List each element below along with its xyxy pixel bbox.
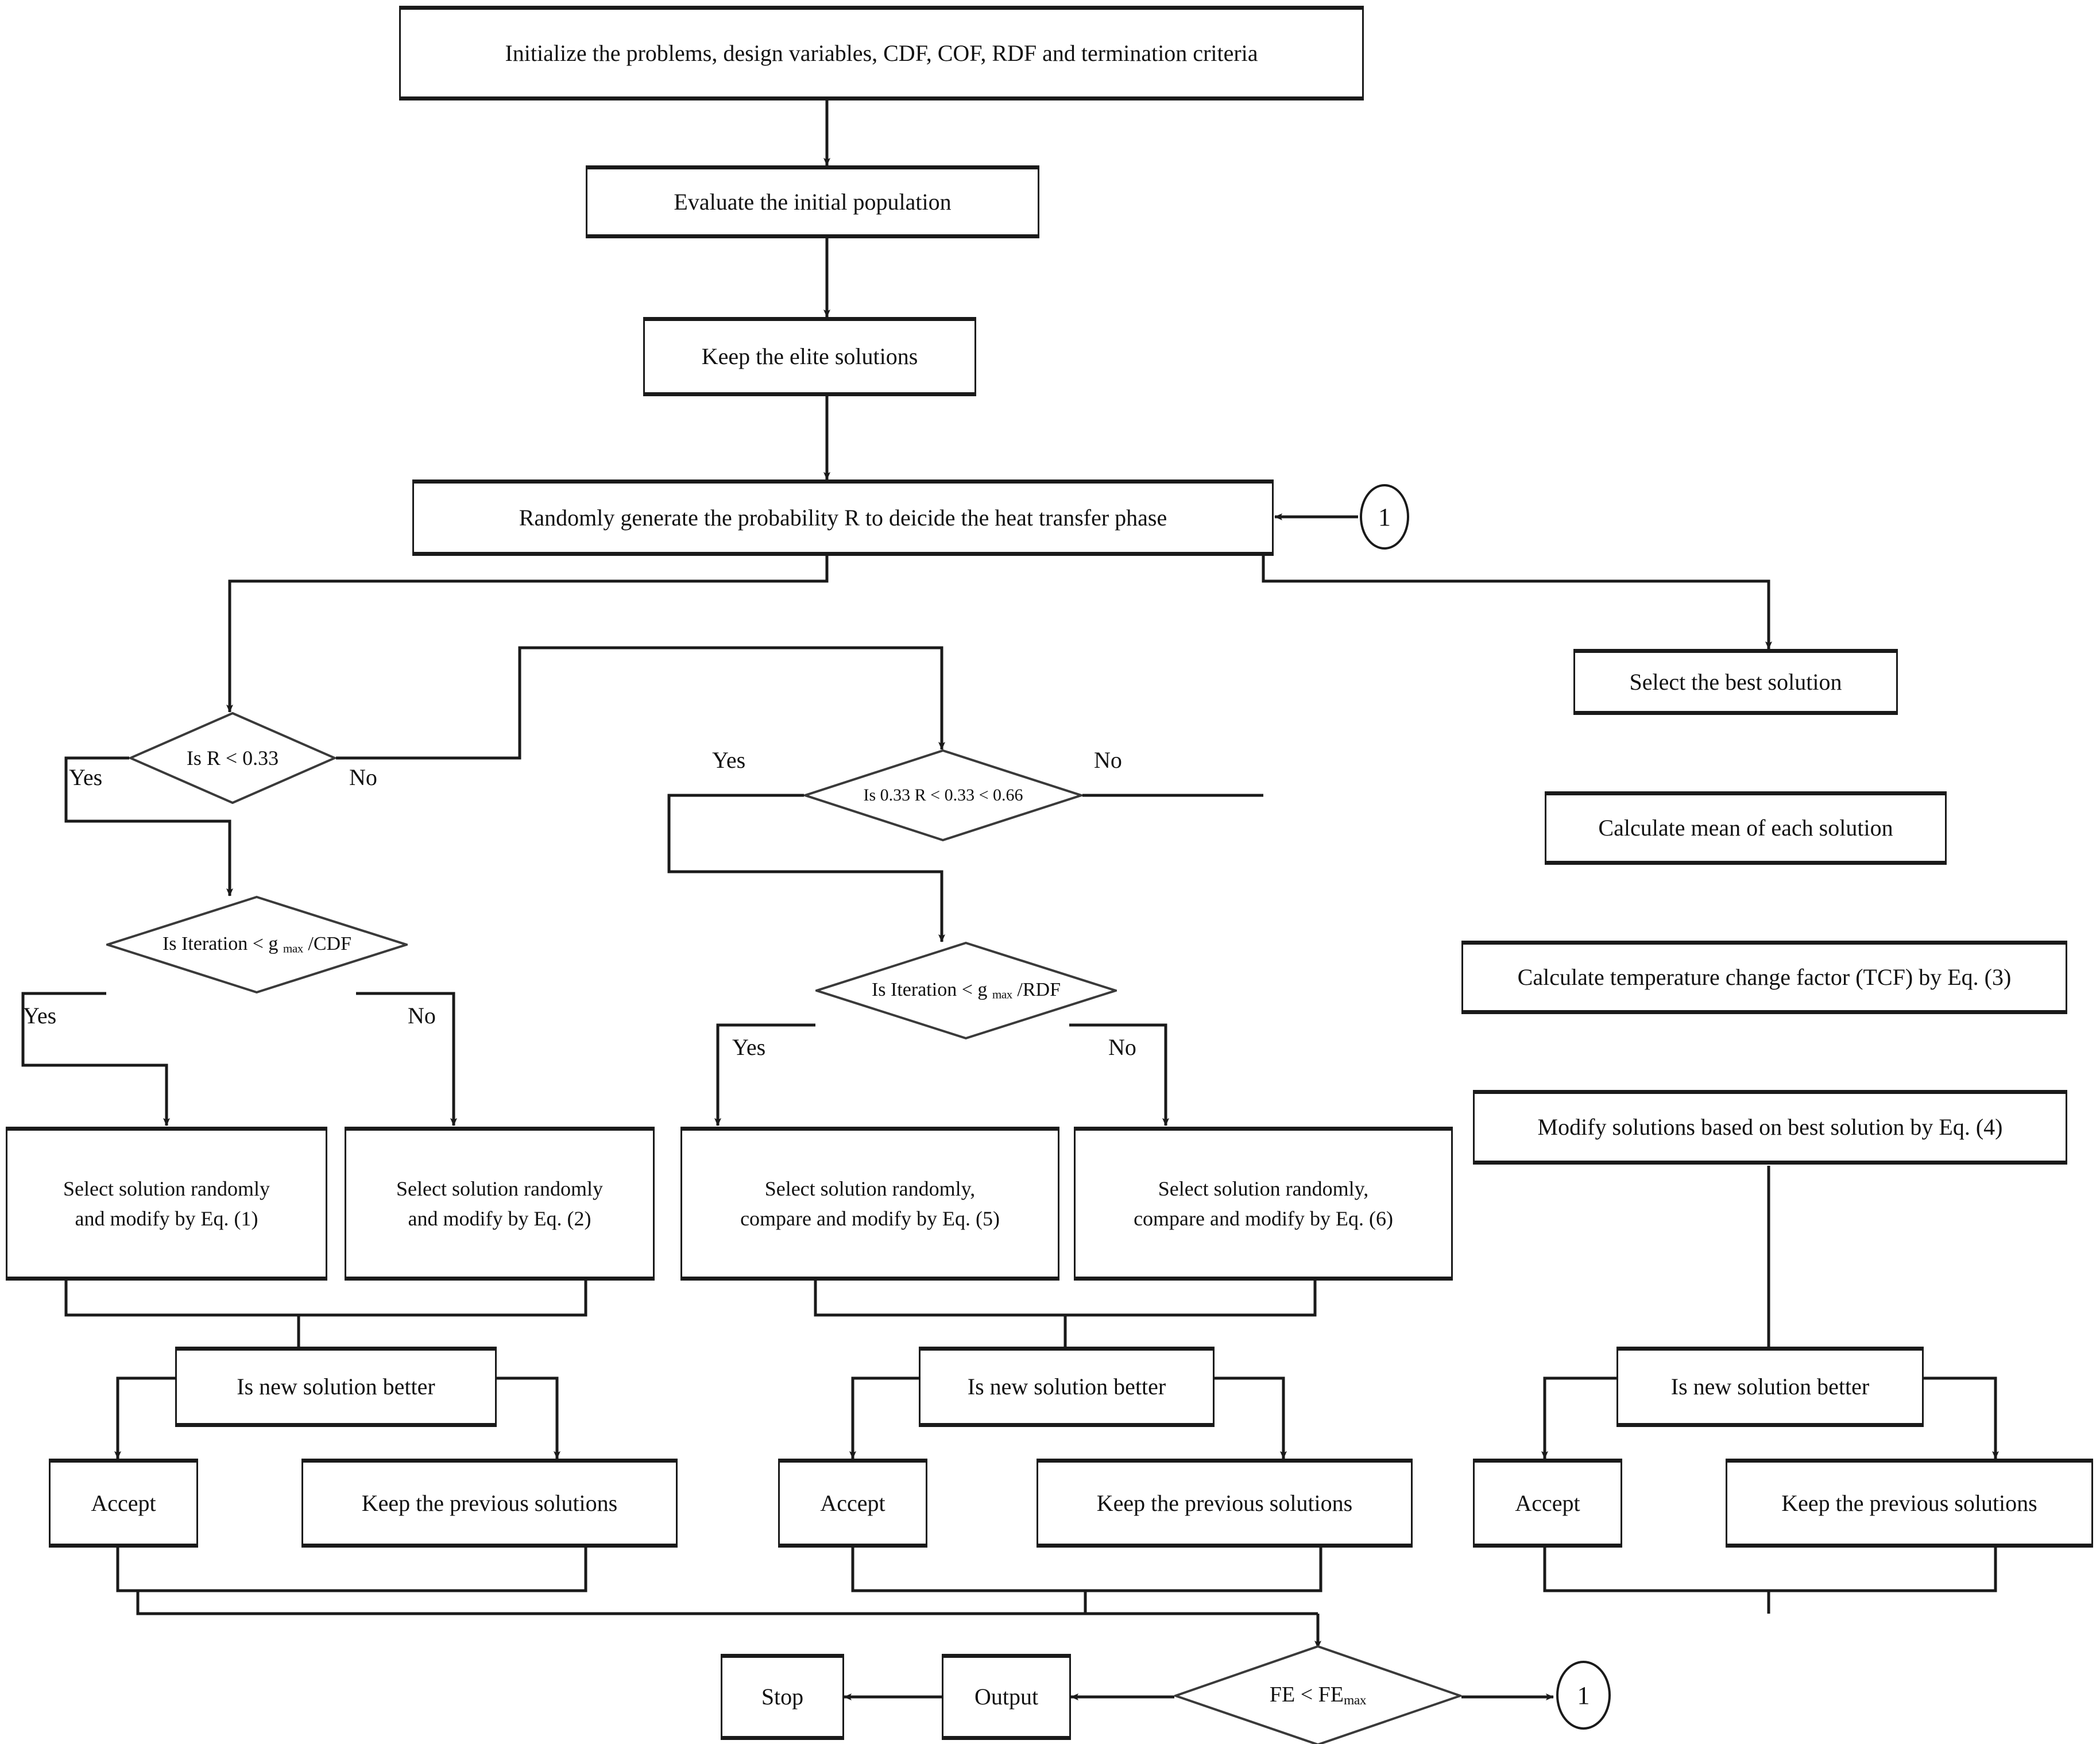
node-eq2-line1: Select solution randomly [396,1177,603,1200]
node-calculate-tcf-label: Calculate temperature change factor (TCF… [1517,964,2012,990]
fe-text: FE < FE [1269,1683,1344,1707]
node-eq1-label: Select solution randomly and modify by Eq… [56,1174,277,1233]
node-evaluate-population-label: Evaluate the initial population [674,188,952,215]
label-no-iterrdf: No [1108,1034,1136,1060]
node-keep-previous-right[interactable]: Keep the previous solutions [1726,1459,2093,1548]
node-is-better-right-label: Is new solution better [1670,1374,1870,1399]
connector-bottom-1-label: 1 [1577,1681,1590,1710]
node-is-better-left[interactable]: Is new solution better [175,1347,497,1427]
node-keep-previous-right-label: Keep the previous solutions [1781,1490,2037,1516]
label-yes-r033: Yes [69,764,103,790]
node-output-label: Output [974,1684,1039,1710]
label-yes-iterrdf: Yes [732,1034,766,1060]
node-eq5-label: Select solution randomly, compare and mod… [733,1174,1007,1233]
node-eq1-line2: and modify by Eq. (1) [75,1207,258,1230]
node-eq2[interactable]: Select solution randomly and modify by Eq… [345,1127,655,1281]
node-accept-right[interactable]: Accept [1473,1459,1622,1548]
decision-iteration-rdf[interactable]: Is Iteration < g max /RDF [815,942,1117,1039]
node-eq5-line1: Select solution randomly, [764,1177,976,1200]
node-calculate-mean-label: Calculate mean of each solution [1598,815,1893,841]
diamond-shape [129,712,336,804]
iter-cdf-subscript: max [283,941,303,956]
node-eq5-line2: compare and modify by Eq. (5) [740,1207,1000,1230]
decision-iteration-cdf-label: Is Iteration < g max /CDF [163,933,351,956]
node-eq2-label: Select solution randomly and modify by Eq… [389,1174,610,1233]
diamond-shape [1174,1645,1461,1744]
node-random-probability-label: Randomly generate the probability R to d… [519,504,1167,531]
label-no-r033: No [349,764,377,790]
decision-fe-max-label: FE < FEmax [1269,1682,1367,1708]
label-yes-itercdf: Yes [23,1003,57,1028]
node-eq6[interactable]: Select solution randomly, compare and mod… [1074,1127,1453,1281]
node-modify-solutions[interactable]: Modify solutions based on best solution … [1473,1090,2067,1165]
node-calculate-mean[interactable]: Calculate mean of each solution [1545,791,1947,865]
decision-r-between[interactable]: Is 0.33 R < 0.33 < 0.66 [804,749,1082,841]
decision-fe-max[interactable]: FE < FEmax [1174,1645,1461,1744]
node-calculate-tcf[interactable]: Calculate temperature change factor (TCF… [1461,941,2067,1014]
node-keep-previous-left-label: Keep the previous solutions [361,1490,618,1516]
label-no-rbetween: No [1094,747,1122,773]
node-eq1-line1: Select solution randomly [63,1177,270,1200]
node-keep-previous-mid[interactable]: Keep the previous solutions [1037,1459,1413,1548]
node-keep-previous-left[interactable]: Keep the previous solutions [301,1459,678,1548]
node-is-better-right[interactable]: Is new solution better [1616,1347,1924,1427]
decision-iteration-cdf[interactable]: Is Iteration < g max /CDF [106,896,408,993]
iter-cdf-text-a: Is Iteration < g [162,933,283,955]
iter-rdf-subscript: max [992,987,1012,1001]
node-eq6-label: Select solution randomly, compare and mod… [1127,1174,1400,1233]
iter-rdf-text-a: Is Iteration < g [871,979,992,1001]
node-eq6-line2: compare and modify by Eq. (6) [1134,1207,1393,1230]
node-keep-previous-mid-label: Keep the previous solutions [1096,1490,1353,1516]
node-modify-solutions-label: Modify solutions based on best solution … [1537,1114,2003,1140]
diamond-shape [815,942,1117,1039]
node-accept-mid[interactable]: Accept [778,1459,927,1548]
node-initialize-label: Initialize the problems, design variable… [505,40,1258,66]
node-eq2-line2: and modify by Eq. (2) [408,1207,591,1230]
node-stop[interactable]: Stop [721,1654,844,1740]
node-keep-elite[interactable]: Keep the elite solutions [643,317,976,396]
fe-subscript: max [1343,1693,1367,1708]
node-select-best-label: Select the best solution [1629,668,1842,695]
node-is-better-mid-label: Is new solution better [967,1374,1166,1399]
label-no-itercdf: No [408,1003,436,1028]
decision-iteration-rdf-label: Is Iteration < g max /RDF [872,979,1061,1002]
node-evaluate-population[interactable]: Evaluate the initial population [586,165,1039,238]
decision-r-less-033[interactable]: Is R < 0.33 [129,712,336,804]
node-keep-elite-label: Keep the elite solutions [701,343,918,369]
node-is-better-left-label: Is new solution better [237,1374,435,1399]
node-eq6-line1: Select solution randomly, [1158,1177,1369,1200]
connector-top-1-label: 1 [1378,502,1391,531]
node-accept-left[interactable]: Accept [49,1459,198,1548]
diamond-shape [106,896,408,993]
decision-r-between-label: Is 0.33 R < 0.33 < 0.66 [863,786,1023,805]
node-eq5[interactable]: Select solution randomly, compare and mod… [680,1127,1059,1281]
node-accept-right-label: Accept [1515,1490,1580,1516]
node-accept-left-label: Accept [91,1490,156,1516]
node-initialize[interactable]: Initialize the problems, design variable… [399,6,1364,100]
node-random-probability[interactable]: Randomly generate the probability R to d… [412,479,1274,556]
node-eq1[interactable]: Select solution randomly and modify by Eq… [6,1127,327,1281]
decision-r-less-033-label: Is R < 0.33 [186,747,279,769]
label-yes-rbetween: Yes [712,747,746,773]
connector-bottom-1[interactable]: 1 [1556,1661,1611,1730]
diamond-shape [804,749,1082,841]
iter-cdf-text-b: /CDF [303,933,352,955]
node-stop-label: Stop [761,1684,804,1710]
node-output[interactable]: Output [942,1654,1071,1740]
connector-top-1[interactable]: 1 [1360,484,1409,550]
iter-rdf-text-b: /RDF [1012,979,1061,1001]
node-select-best[interactable]: Select the best solution [1573,649,1898,715]
node-is-better-mid[interactable]: Is new solution better [919,1347,1215,1427]
node-accept-mid-label: Accept [820,1490,885,1516]
